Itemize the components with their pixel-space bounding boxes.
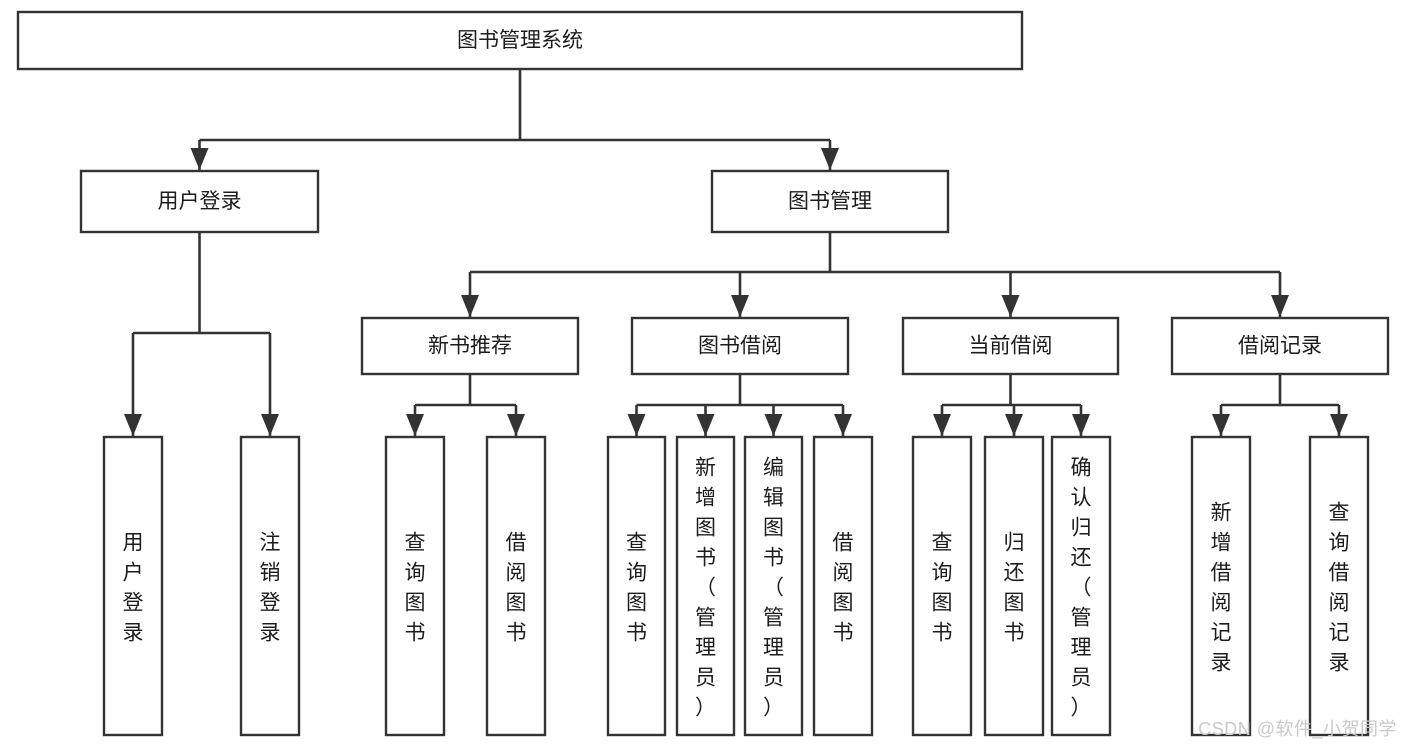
node-current-borrow-label: 当前借阅	[969, 335, 1053, 358]
node-user-login-box[interactable]	[79, 169, 320, 234]
node-current-borrow[interactable]: 当前借阅	[901, 316, 1120, 376]
node-leaf-return-book-label: 归还图书	[1004, 531, 1025, 644]
node-book-borrow-label: 图书借阅	[698, 335, 782, 358]
arrow-head-icon	[124, 414, 142, 436]
node-leaf-query-borrow-record-label: 查询借阅记录	[1329, 501, 1350, 674]
node-leaf-query-book-2[interactable]: 查询图书	[606, 435, 667, 737]
node-current-borrow-box[interactable]	[901, 316, 1120, 376]
node-leaf-edit-book-box[interactable]	[743, 435, 804, 737]
node-leaf-query-book-1[interactable]: 查询图书	[384, 435, 446, 737]
node-borrow-record-box[interactable]	[1170, 316, 1390, 376]
arrow-head-icon	[731, 295, 749, 317]
node-leaf-query-book-2-label: 查询图书	[626, 531, 647, 644]
node-borrow-record-label: 借阅记录	[1238, 335, 1322, 358]
node-leaf-add-book[interactable]: 新增图书（管理员）	[675, 435, 736, 737]
node-leaf-confirm-return-box[interactable]	[1050, 435, 1112, 737]
node-leaf-borrow-book-2[interactable]: 借阅图书	[812, 435, 874, 737]
node-leaf-query-book-3[interactable]: 查询图书	[911, 435, 973, 737]
arrow-head-icon	[933, 414, 951, 436]
arrow-head-icon	[190, 148, 209, 170]
node-leaf-query-book-3-box[interactable]	[911, 435, 973, 737]
node-leaf-add-borrow-record-box[interactable]	[1190, 435, 1252, 737]
arrow-head-icon	[696, 414, 715, 436]
node-leaf-query-borrow-record-box[interactable]	[1308, 435, 1370, 737]
node-new-book-recommend-box[interactable]	[360, 316, 580, 376]
node-leaf-edit-book-label: 编辑图书（管理员）	[763, 456, 784, 719]
arrow-head-icon	[1005, 414, 1023, 436]
node-leaf-query-book-1-label: 查询图书	[405, 531, 426, 644]
arrow-head-icon	[1271, 295, 1289, 317]
node-leaf-borrow-book-2-label: 借阅图书	[833, 531, 854, 644]
arrow-head-icon	[1212, 414, 1230, 436]
node-leaf-edit-book[interactable]: 编辑图书（管理员）	[743, 435, 804, 737]
arrow-head-icon	[1330, 414, 1348, 436]
node-root-label: 图书管理系统	[457, 29, 583, 52]
connectors-layer	[124, 69, 1348, 436]
arrow-head-icon	[834, 414, 852, 436]
node-leaf-user-login-label: 用户登录	[123, 531, 144, 644]
node-user-login[interactable]: 用户登录	[79, 169, 320, 234]
node-leaf-borrow-book-1[interactable]: 借阅图书	[485, 435, 547, 737]
node-root[interactable]: 图书管理系统	[16, 10, 1024, 71]
arrow-head-icon	[821, 148, 839, 170]
node-book-manage[interactable]: 图书管理	[710, 169, 950, 234]
arrow-head-icon	[1001, 295, 1020, 317]
node-leaf-borrow-book-1-box[interactable]	[485, 435, 547, 737]
node-borrow-record[interactable]: 借阅记录	[1170, 316, 1390, 376]
node-leaf-add-book-label: 新增图书（管理员）	[695, 456, 716, 719]
node-leaf-return-book[interactable]: 归还图书	[983, 435, 1045, 737]
node-new-book-recommend[interactable]: 新书推荐	[360, 316, 580, 376]
node-leaf-add-book-box[interactable]	[675, 435, 736, 737]
arrow-head-icon	[406, 414, 424, 436]
node-book-manage-label: 图书管理	[788, 190, 872, 213]
node-book-borrow[interactable]: 图书借阅	[630, 316, 850, 376]
node-leaf-user-logout[interactable]: 注销登录	[239, 435, 301, 737]
node-leaf-add-borrow-record-label: 新增借阅记录	[1211, 501, 1232, 674]
node-leaf-return-book-box[interactable]	[983, 435, 1045, 737]
arrow-head-icon	[507, 414, 525, 436]
arrow-head-icon	[1072, 414, 1090, 436]
node-leaf-add-borrow-record[interactable]: 新增借阅记录	[1190, 435, 1252, 737]
node-user-login-label: 用户登录	[158, 190, 242, 213]
node-leaf-borrow-book-1-label: 借阅图书	[506, 531, 527, 644]
node-leaf-user-login[interactable]: 用户登录	[102, 435, 164, 737]
node-leaf-confirm-return-label: 确认归还（管理员）	[1071, 456, 1092, 719]
node-book-manage-box[interactable]	[710, 169, 950, 234]
node-leaf-borrow-book-2-box[interactable]	[812, 435, 874, 737]
arrow-head-icon	[261, 414, 279, 436]
node-leaf-query-borrow-record[interactable]: 查询借阅记录	[1308, 435, 1370, 737]
node-leaf-query-book-2-box[interactable]	[606, 435, 667, 737]
node-root-box[interactable]	[16, 10, 1024, 71]
arrow-head-icon	[627, 414, 646, 436]
node-book-borrow-box[interactable]	[630, 316, 850, 376]
csdn-watermark: CSDN @软件_小贺同学	[1198, 719, 1397, 739]
node-leaf-query-book-1-box[interactable]	[384, 435, 446, 737]
node-new-book-recommend-label: 新书推荐	[428, 335, 512, 358]
node-leaf-confirm-return[interactable]: 确认归还（管理员）	[1050, 435, 1112, 737]
node-leaf-user-logout-box[interactable]	[239, 435, 301, 737]
arrow-head-icon	[461, 295, 479, 317]
node-leaf-query-book-3-label: 查询图书	[932, 531, 953, 644]
node-leaf-user-logout-label: 注销登录	[260, 531, 281, 644]
nodes-layer: 图书管理系统用户登录图书管理新书推荐图书借阅当前借阅借阅记录用户登录注销登录查询…	[16, 10, 1390, 737]
node-leaf-user-login-box[interactable]	[102, 435, 164, 737]
arrow-head-icon	[764, 414, 783, 436]
